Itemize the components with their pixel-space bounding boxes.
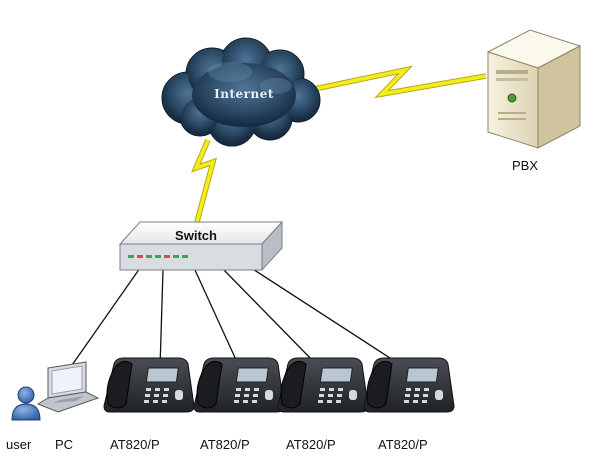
ip-phone-1 <box>103 357 195 413</box>
cable-pc <box>69 267 141 369</box>
switch-label: Switch <box>175 228 217 243</box>
laptop-icon <box>36 361 100 413</box>
cable-phone-2 <box>194 269 238 363</box>
cable-phone-4 <box>244 263 391 359</box>
cable-phone-3 <box>221 267 317 365</box>
internet-label: Internet <box>214 87 274 101</box>
phone-3-label: AT820/P <box>286 437 336 452</box>
ip-phone-3 <box>277 357 369 413</box>
phone-4-label: AT820/P <box>378 437 428 452</box>
ip-phone-2 <box>193 357 285 413</box>
switch-port-leds <box>128 255 188 258</box>
phone-2-label: AT820/P <box>200 437 250 452</box>
switch-device: Switch <box>118 220 284 272</box>
pbx-label: PBX <box>512 158 539 173</box>
cable-phone-1 <box>159 269 164 369</box>
user-label: user <box>6 437 32 452</box>
pbx-server-icon <box>486 29 582 149</box>
lightning-link-pbx-core <box>299 67 487 97</box>
phone-1-label: AT820/P <box>110 437 160 452</box>
ip-phone-4 <box>363 357 455 413</box>
internet-cloud: Internet <box>161 37 321 147</box>
lightning-link-switch-core <box>192 139 216 223</box>
pc-label: PC <box>55 437 74 452</box>
cables <box>69 263 391 369</box>
user-icon <box>11 386 41 421</box>
